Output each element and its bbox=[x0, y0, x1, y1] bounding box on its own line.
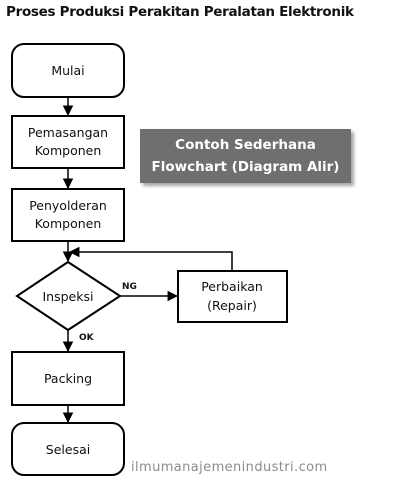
watermark-url: ilmumanajemenindustri.com bbox=[131, 460, 328, 475]
node-perbaikan-label-2: (Repair) bbox=[207, 298, 257, 313]
node-selesai: Selesai bbox=[11, 422, 125, 476]
node-pemasangan-komponen: Pemasangan Komponen bbox=[11, 115, 125, 169]
node-packing: Packing bbox=[11, 351, 125, 406]
node-selesai-label: Selesai bbox=[46, 442, 90, 457]
node-perbaikan: Perbaikan (Repair) bbox=[177, 270, 288, 323]
node-pemasangan-label-1: Pemasangan bbox=[28, 125, 108, 140]
node-perbaikan-label-1: Perbaikan bbox=[201, 279, 263, 294]
node-packing-label: Packing bbox=[44, 371, 92, 386]
node-inspeksi-label: Inspeksi bbox=[43, 289, 94, 304]
node-inspeksi-decision: Inspeksi bbox=[15, 260, 122, 332]
edge-perbaikan-loopback bbox=[68, 246, 233, 271]
example-banner: Contoh Sederhana Flowchart (Diagram Alir… bbox=[140, 129, 351, 183]
diagram-title: Proses Produksi Perakitan Peralatan Elek… bbox=[6, 4, 354, 20]
node-penyolderan-label-2: Komponen bbox=[35, 216, 102, 231]
edge-label-ok: OK bbox=[79, 333, 95, 343]
edge-label-ng: NG bbox=[122, 282, 137, 292]
node-pemasangan-label-2: Komponen bbox=[35, 143, 102, 158]
banner-line-2: Flowchart (Diagram Alir) bbox=[151, 159, 340, 175]
node-mulai: Mulai bbox=[11, 43, 125, 98]
banner-line-1: Contoh Sederhana bbox=[175, 137, 316, 153]
node-penyolderan-komponen: Penyolderan Komponen bbox=[11, 188, 125, 242]
node-penyolderan-label-1: Penyolderan bbox=[29, 198, 107, 213]
node-mulai-label: Mulai bbox=[51, 63, 84, 78]
